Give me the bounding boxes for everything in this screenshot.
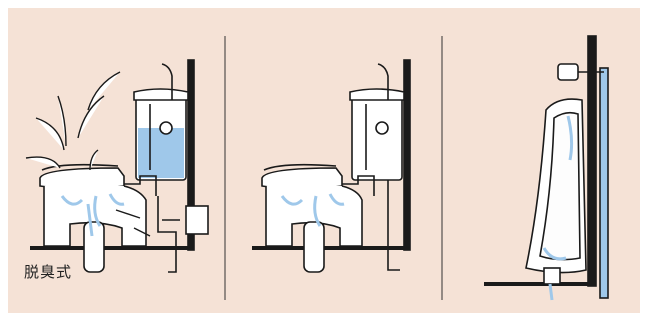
tank-lid — [350, 89, 404, 100]
tank-lid — [134, 89, 188, 100]
drain-trap — [544, 268, 560, 284]
float-ball — [160, 122, 172, 134]
tank — [352, 92, 402, 180]
water-supply-pipe — [600, 68, 608, 298]
wall — [588, 36, 596, 286]
tank-water — [138, 128, 184, 178]
float-ball — [376, 122, 388, 134]
flush-valve — [558, 64, 578, 80]
fan-box — [186, 206, 208, 234]
deodorizer-label: 脱臭式 — [24, 261, 72, 282]
outlet-pipe — [84, 222, 104, 272]
outlet-pipe — [304, 222, 324, 272]
floor — [484, 282, 596, 286]
wall — [404, 60, 410, 250]
